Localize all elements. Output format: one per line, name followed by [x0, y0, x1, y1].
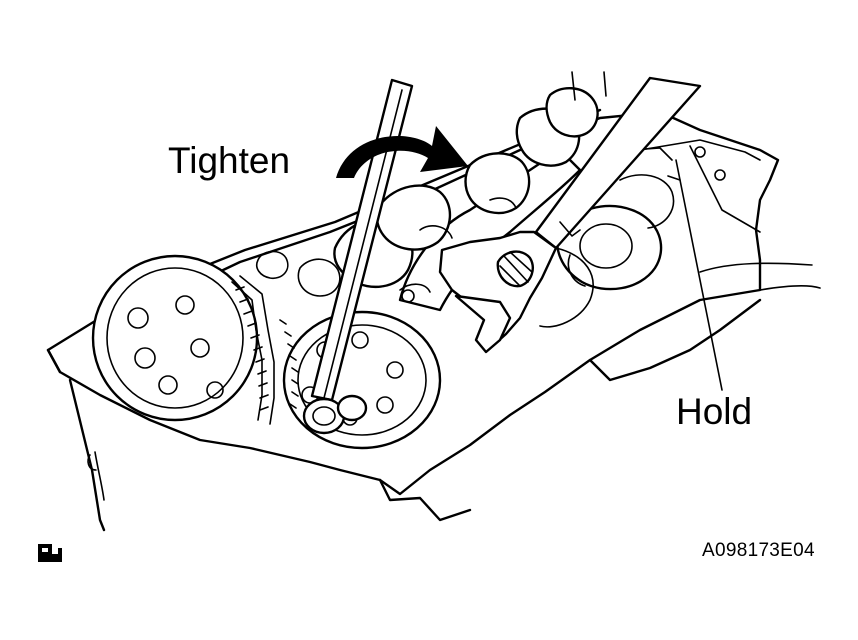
- hold-label: Hold: [676, 391, 753, 432]
- figure-code: A098173E04: [702, 540, 815, 561]
- camshaft-timing-gear: [91, 254, 275, 425]
- curved-arrow-icon: [336, 126, 468, 178]
- service-reference-icon: [38, 544, 62, 562]
- tighten-label: Tighten: [168, 140, 291, 181]
- camshaft-journal: [556, 146, 726, 291]
- adjustable-wrench: [438, 76, 702, 354]
- box-end-wrench: [302, 78, 414, 435]
- camshaft-bolt: [336, 283, 431, 422]
- hold-leader-line: [667, 159, 723, 391]
